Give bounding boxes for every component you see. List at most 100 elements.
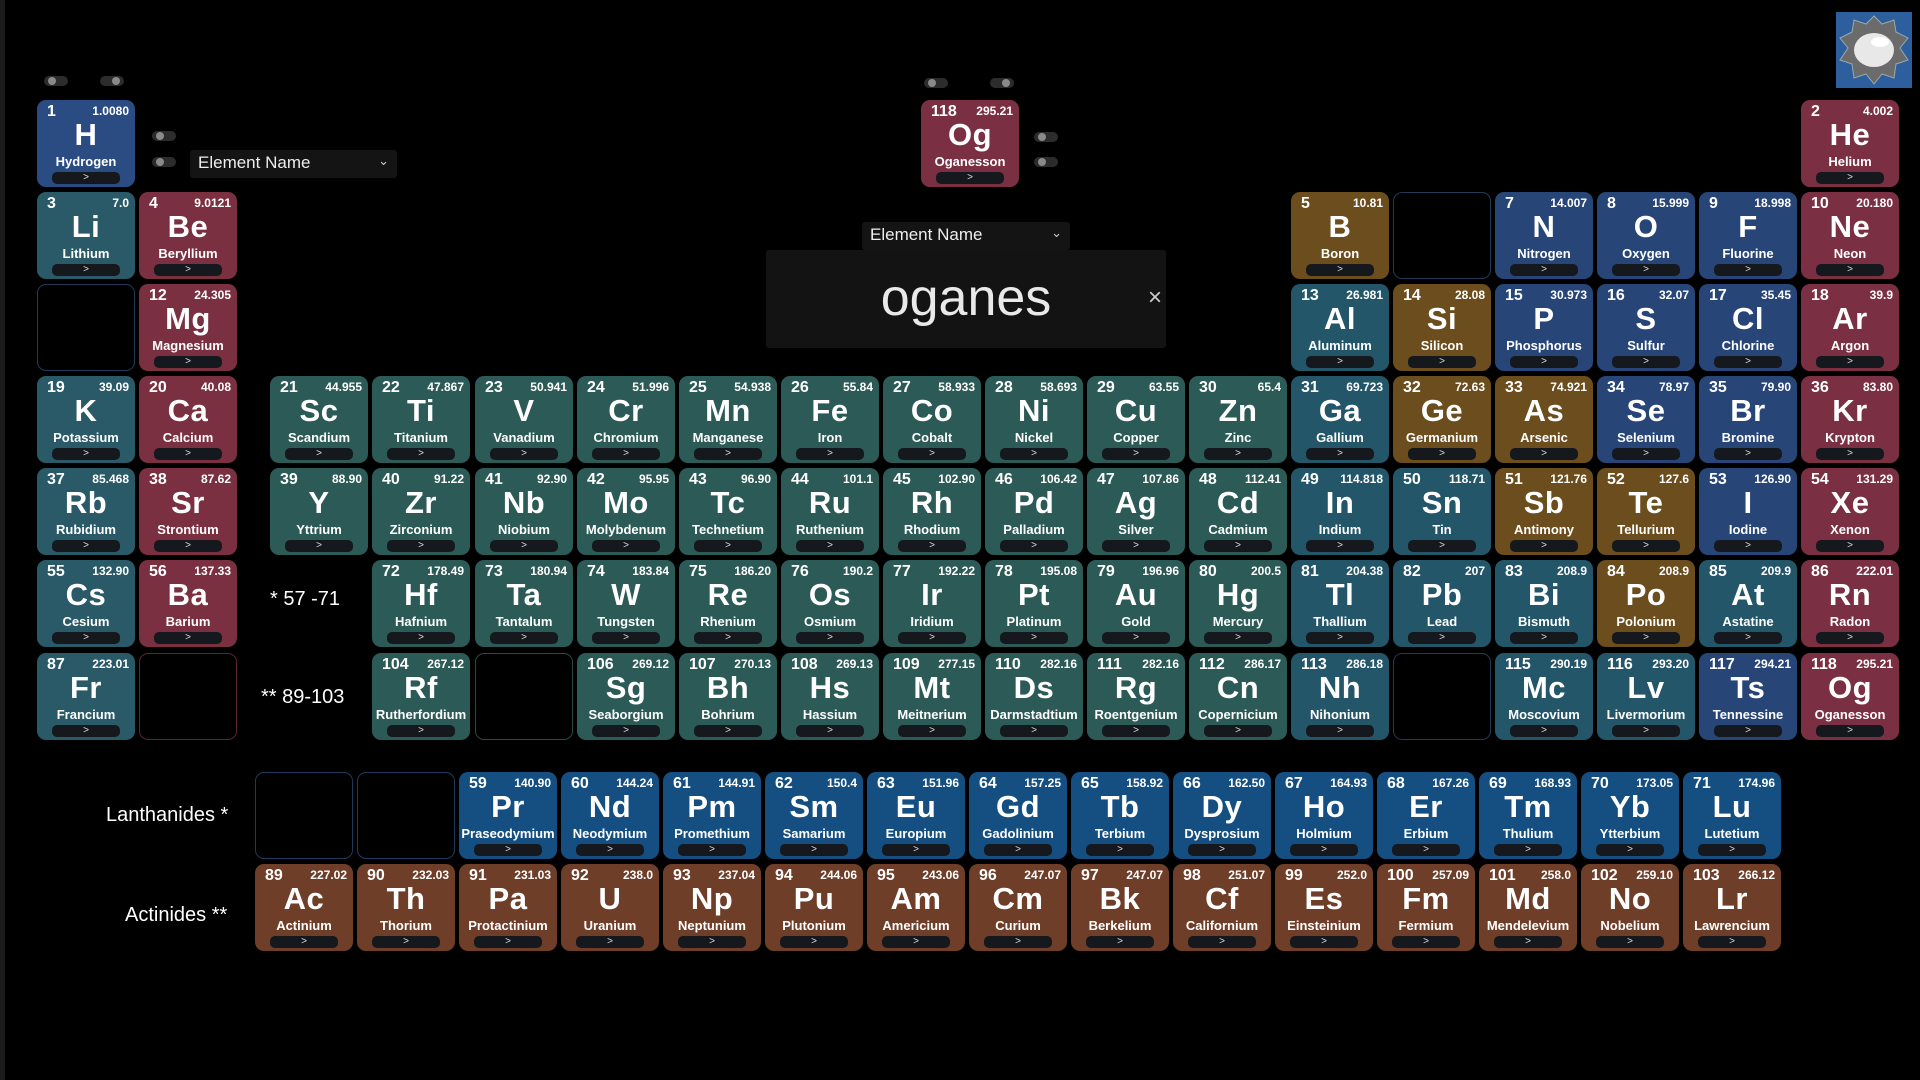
more-info-button[interactable]: >	[796, 632, 864, 644]
more-info-button[interactable]: >	[1816, 172, 1884, 184]
more-info-button[interactable]: >	[1204, 540, 1272, 552]
more-info-button[interactable]: >	[678, 844, 746, 856]
more-info-button[interactable]: >	[1000, 540, 1068, 552]
more-info-button[interactable]: >	[52, 264, 120, 276]
more-info-button[interactable]: >	[1102, 632, 1170, 644]
more-info-button[interactable]: >	[1102, 725, 1170, 737]
more-info-button[interactable]: >	[1510, 264, 1578, 276]
more-info-button[interactable]: >	[270, 936, 338, 948]
more-info-button[interactable]: >	[780, 936, 848, 948]
more-info-button[interactable]: >	[694, 448, 762, 460]
more-info-button[interactable]: >	[1086, 844, 1154, 856]
more-info-button[interactable]: >	[898, 540, 966, 552]
more-info-button[interactable]: >	[1596, 844, 1664, 856]
more-info-button[interactable]: >	[1188, 844, 1256, 856]
more-info-button[interactable]: >	[1306, 540, 1374, 552]
more-info-button[interactable]: >	[678, 936, 746, 948]
toggle-center-2[interactable]	[990, 78, 1030, 92]
more-info-button[interactable]: >	[285, 448, 353, 460]
more-info-button[interactable]: >	[1714, 264, 1782, 276]
more-info-button[interactable]: >	[1510, 632, 1578, 644]
more-info-button[interactable]: >	[592, 725, 660, 737]
more-info-button[interactable]: >	[898, 448, 966, 460]
more-info-button[interactable]: >	[1204, 448, 1272, 460]
more-info-button[interactable]: >	[1510, 725, 1578, 737]
more-info-button[interactable]: >	[796, 540, 864, 552]
more-info-button[interactable]: >	[1612, 725, 1680, 737]
more-info-button[interactable]: >	[154, 448, 222, 460]
more-info-button[interactable]: >	[1494, 844, 1562, 856]
more-info-button[interactable]: >	[1816, 540, 1884, 552]
more-info-button[interactable]: >	[1714, 448, 1782, 460]
more-info-button[interactable]: >	[1204, 725, 1272, 737]
more-info-button[interactable]: >	[592, 540, 660, 552]
more-info-button[interactable]: >	[1816, 632, 1884, 644]
more-info-button[interactable]: >	[1102, 540, 1170, 552]
more-info-button[interactable]: >	[474, 936, 542, 948]
more-info-button[interactable]: >	[490, 632, 558, 644]
more-info-button[interactable]: >	[154, 356, 222, 368]
more-info-button[interactable]: >	[154, 632, 222, 644]
more-info-button[interactable]: >	[154, 264, 222, 276]
more-info-button[interactable]: >	[387, 448, 455, 460]
more-info-button[interactable]: >	[52, 540, 120, 552]
toggle-left-1[interactable]	[44, 76, 84, 90]
more-info-button[interactable]: >	[796, 725, 864, 737]
more-info-button[interactable]: >	[1612, 540, 1680, 552]
more-info-button[interactable]: >	[1816, 356, 1884, 368]
